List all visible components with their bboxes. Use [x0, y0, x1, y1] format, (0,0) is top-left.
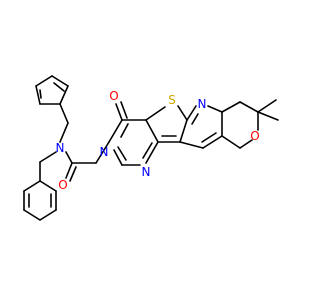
bond [65, 151, 73, 164]
bond [186, 105, 197, 121]
bond [39, 209, 57, 221]
bond [108, 119, 123, 143]
bond [179, 119, 188, 143]
bond [59, 103, 69, 124]
molecule-svg: O S N N N O O N [23, 75, 279, 221]
bond [239, 101, 259, 113]
bond [179, 141, 204, 149]
bond [59, 122, 69, 143]
bond [239, 139, 253, 149]
bond [23, 180, 41, 192]
bond [221, 101, 241, 113]
atom-labels: O S N N N O O N [56, 89, 260, 192]
bond [221, 135, 241, 149]
bond [191, 113, 199, 125]
bond [59, 85, 69, 105]
bond [95, 141, 110, 164]
carbonyl-oxygen: O [109, 89, 118, 103]
bond [257, 99, 277, 113]
bond [113, 149, 123, 166]
bond [35, 75, 53, 87]
bond [39, 151, 57, 163]
bond [35, 85, 41, 105]
bond [145, 106, 166, 121]
bond [257, 111, 279, 121]
bond [202, 135, 223, 149]
bond [120, 101, 128, 119]
bond [201, 132, 217, 143]
bond [65, 162, 73, 179]
pyridine-nitrogen: N [198, 97, 207, 111]
amide-oxygen: O [58, 178, 67, 192]
bond [39, 89, 42, 99]
bond [69, 166, 77, 182]
pyrimidine-nitrogen: N [142, 165, 151, 179]
diphenyl-nitrogen: N [56, 141, 65, 155]
bond [51, 75, 69, 87]
bond [142, 142, 153, 159]
bond [145, 119, 159, 143]
bond [120, 123, 129, 138]
bonds [23, 75, 279, 221]
bond [23, 209, 41, 221]
pyran-oxygen: O [250, 129, 259, 143]
molecule-diagram: O S N N N O O N [23, 75, 279, 221]
bond [207, 105, 223, 113]
bond [177, 105, 188, 121]
bond [39, 180, 57, 192]
bond [117, 146, 127, 161]
amide-nitrogen-n3: N [100, 145, 109, 159]
thiophene-sulfur: S [168, 93, 176, 107]
bond [115, 103, 123, 121]
bond [53, 82, 65, 92]
bond [145, 141, 159, 164]
